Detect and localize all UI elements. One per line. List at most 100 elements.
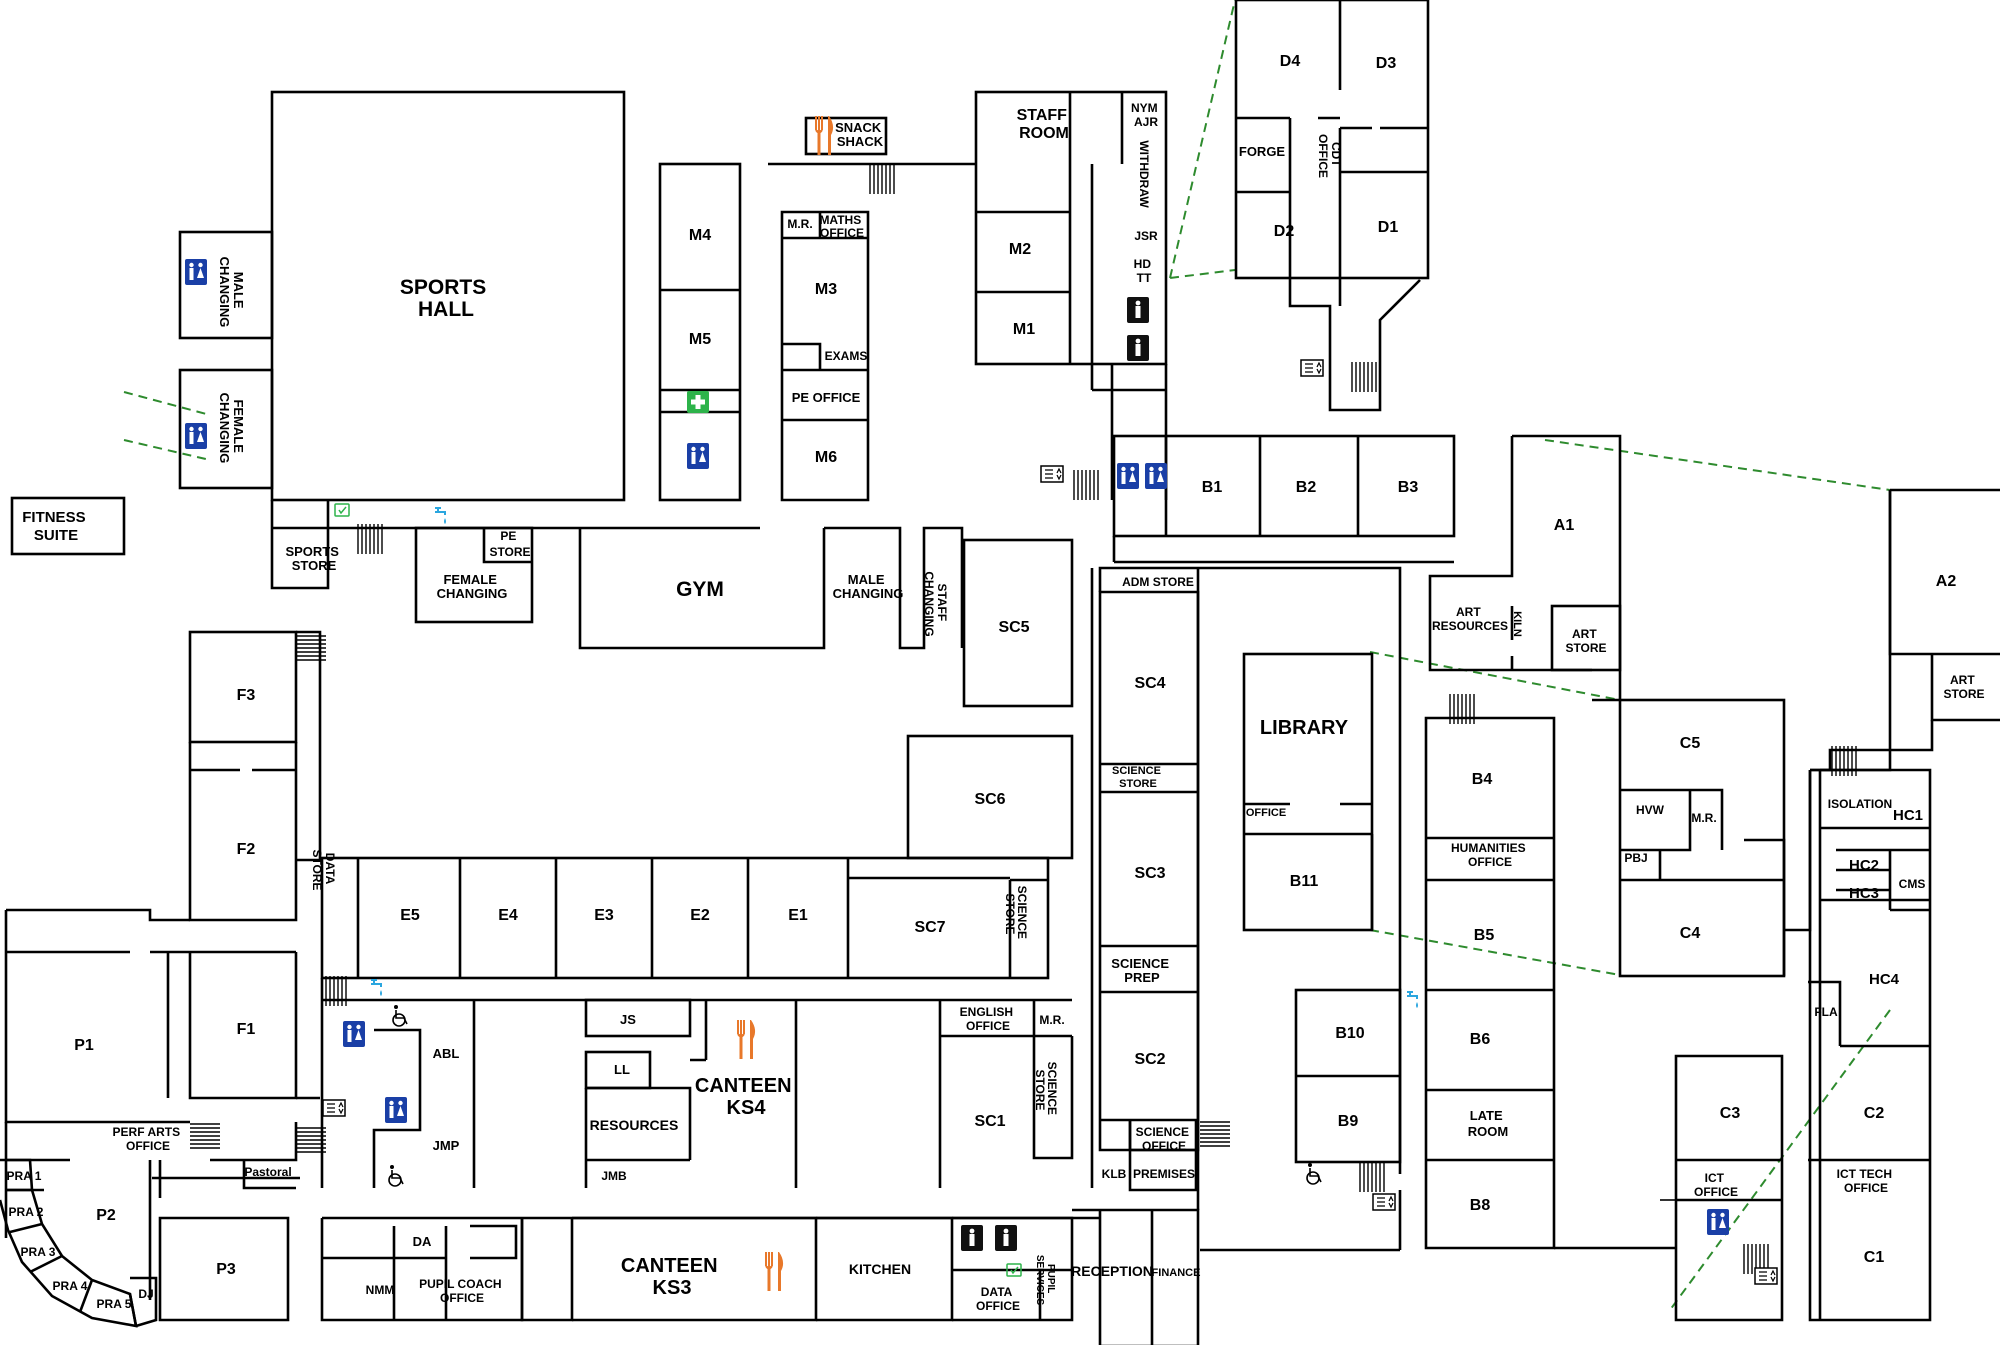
room-kitchen: KITCHEN (849, 1261, 911, 1277)
water-tap-icon (1406, 991, 1419, 1009)
room-mr-english: M.R. (1039, 1013, 1064, 1027)
room-canteen-ks3: CANTEEN KS3 (621, 1255, 723, 1299)
room-male-changing: MALE CHANGING (217, 257, 246, 328)
room-exams: EXAMS (825, 349, 868, 363)
room-isolation: ISOLATION (1828, 797, 1892, 811)
room-b11: B11 (1290, 873, 1319, 890)
room-a2: A2 (1936, 573, 1957, 590)
room-reception: RECEPTION (1071, 1263, 1153, 1279)
room-m3: M3 (815, 281, 837, 298)
room-b9: B9 (1338, 1113, 1359, 1130)
room-science-store-3: SCIENCE STORE (1033, 1062, 1059, 1119)
room-library: LIBRARY (1260, 717, 1349, 739)
room-pe-office: PE OFFICE (792, 390, 861, 405)
room-f3: F3 (237, 687, 256, 704)
room-pra5: PRA 5 (97, 1297, 132, 1311)
room-f1: F1 (237, 1021, 256, 1038)
room-b4: B4 (1472, 771, 1493, 788)
room-finance: FINANCE (1152, 1267, 1201, 1279)
room-c4: C4 (1680, 925, 1701, 942)
room-js: JS (620, 1012, 636, 1027)
room-mr-maths: M.R. (787, 217, 812, 231)
room-c2: C2 (1864, 1105, 1885, 1122)
room-da: DA (413, 1234, 432, 1249)
room-nym-ajr: NYM AJR (1131, 101, 1161, 129)
room-art-resources: ART RESOURCES (1432, 605, 1508, 633)
room-m5: M5 (689, 331, 711, 348)
room-pra3: PRA 3 (21, 1245, 56, 1259)
room-b6: B6 (1470, 1031, 1491, 1048)
room-staff-room: STAFF ROOM (1017, 107, 1072, 142)
room-pupil-services: PUPIL SERVICES (1034, 1255, 1056, 1306)
toilet-icon (961, 1225, 983, 1251)
room-science-store-1: SCIENCE STORE (1112, 765, 1164, 790)
water-tap-icon (434, 507, 447, 525)
wheelchair-icon (388, 1164, 404, 1187)
toilet-icon (1127, 297, 1149, 323)
room-d1: D1 (1378, 219, 1399, 236)
room-snack-shack: SNACK SHACK (835, 120, 885, 149)
room-gym: GYM (676, 578, 724, 601)
lift-icon (1300, 359, 1324, 377)
room-fitness-suite: FITNESS SUITE (22, 509, 90, 544)
room-hc4: HC4 (1869, 971, 1900, 988)
toilet-icon (1127, 335, 1149, 361)
room-f2: F2 (237, 841, 256, 858)
room-art-store-a1: ART STORE (1565, 627, 1606, 655)
lift-icon (322, 1099, 346, 1117)
room-english-office: ENGLISH OFFICE (960, 1005, 1017, 1033)
room-d4: D4 (1280, 53, 1301, 70)
room-perf-arts-office: PERF ARTS OFFICE (113, 1125, 184, 1153)
room-dj: DJ (138, 1287, 153, 1301)
toilet-icon (185, 423, 207, 449)
room-p3: P3 (216, 1261, 236, 1278)
room-cdt-office: CDT OFFICE (1316, 134, 1343, 178)
room-nmm: NMM (366, 1283, 395, 1297)
room-d3: D3 (1376, 55, 1397, 72)
room-data-office: DATA OFFICE (976, 1285, 1020, 1313)
room-pra1: PRA 1 (7, 1169, 42, 1183)
room-science-store-2: SCIENCE STORE (1003, 886, 1029, 943)
cutlery-icon (815, 115, 835, 156)
room-jmb: JMB (601, 1169, 627, 1183)
room-a1: A1 (1554, 517, 1575, 534)
room-d2: D2 (1274, 223, 1295, 240)
room-hc2: HC2 (1849, 857, 1879, 874)
room-c5: C5 (1680, 735, 1701, 752)
first-aid-icon (687, 391, 709, 413)
room-sc1: SC1 (974, 1113, 1005, 1130)
room-pra2: PRA 2 (9, 1205, 44, 1219)
room-m4: M4 (689, 227, 711, 244)
toilet-icon (1117, 463, 1139, 489)
toilet-icon (1707, 1209, 1729, 1235)
room-m6: M6 (815, 449, 837, 466)
room-pastoral: Pastoral (244, 1165, 291, 1179)
room-e1: E1 (788, 907, 808, 924)
room-withdraw: WITHDRAW (1137, 140, 1151, 208)
room-mr-c: M.R. (1691, 811, 1716, 825)
room-c3: C3 (1720, 1105, 1741, 1122)
room-b5: B5 (1474, 927, 1495, 944)
toilet-icon (185, 259, 207, 285)
room-ll: LL (614, 1062, 630, 1077)
room-m1: M1 (1013, 321, 1035, 338)
wheelchair-icon (1306, 1162, 1322, 1185)
room-e2: E2 (690, 907, 710, 924)
toilet-icon (995, 1225, 1017, 1251)
room-forge: FORGE (1239, 144, 1286, 159)
room-sc2: SC2 (1134, 1051, 1165, 1068)
room-sc3: SC3 (1134, 865, 1165, 882)
room-b1: B1 (1202, 479, 1223, 496)
room-hc3: HC3 (1849, 885, 1879, 902)
room-sc6: SC6 (974, 791, 1005, 808)
room-sports-store: SPORTS STORE (285, 544, 342, 573)
wheelchair-icon (392, 1004, 408, 1027)
room-abl: ABL (433, 1046, 460, 1061)
room-m2: M2 (1009, 241, 1031, 258)
room-jmp: JMP (433, 1138, 460, 1153)
lift-icon (1040, 465, 1064, 483)
toilet-icon (1145, 463, 1167, 489)
cutlery-icon (737, 1019, 757, 1060)
room-art-store-a2: ART STORE (1943, 673, 1984, 701)
lift-icon (1372, 1193, 1396, 1211)
